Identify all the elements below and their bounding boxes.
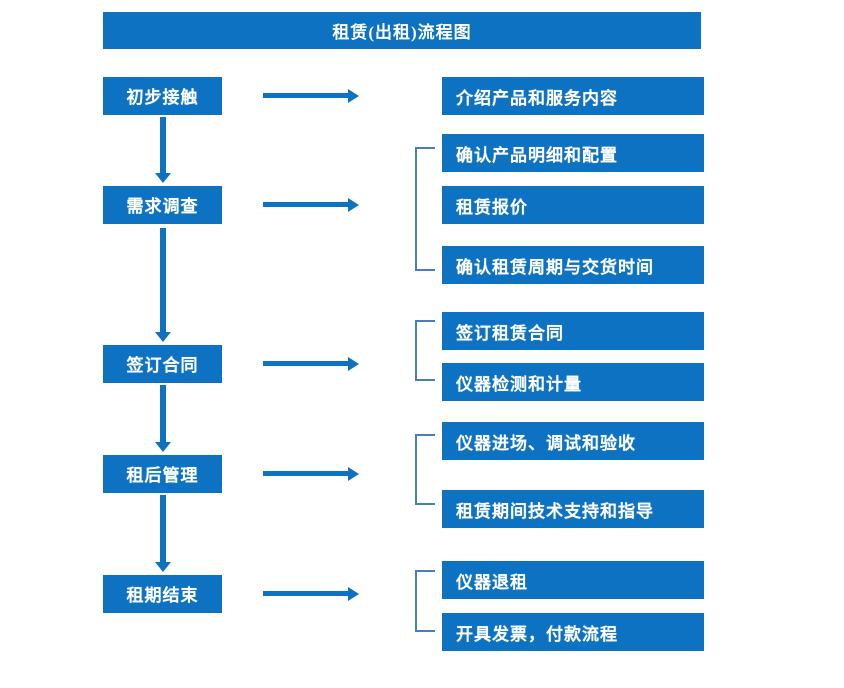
right-arrow-icon-2 bbox=[263, 197, 359, 213]
detail-label: 开具发票，付款流程 bbox=[456, 624, 618, 644]
stage-label: 租后管理 bbox=[126, 466, 199, 485]
down-arrow-icon-3 bbox=[152, 385, 174, 452]
detail-box-intro-products-services[interactable]: 介绍产品和服务内容 bbox=[442, 77, 704, 115]
group-bracket-lease-end bbox=[415, 570, 441, 632]
stage-label: 初步接触 bbox=[126, 88, 199, 107]
detail-label: 仪器检测和计量 bbox=[456, 374, 582, 394]
detail-label: 仪器进场、调试和验收 bbox=[456, 433, 636, 453]
group-bracket-post-rental-management bbox=[415, 434, 441, 505]
detail-label: 确认产品明细和配置 bbox=[456, 145, 618, 165]
detail-box-confirm-term-delivery[interactable]: 确认租赁周期与交货时间 bbox=[442, 246, 704, 284]
stage-label: 租期结束 bbox=[126, 586, 199, 605]
group-bracket-demand-survey bbox=[415, 147, 441, 271]
stage-box-initial-contact[interactable]: 初步接触 bbox=[103, 77, 222, 115]
detail-box-technical-support[interactable]: 租赁期间技术支持和指导 bbox=[442, 490, 704, 528]
stage-label: 需求调查 bbox=[126, 197, 199, 216]
detail-label: 租赁报价 bbox=[456, 197, 528, 217]
down-arrow-icon-1 bbox=[152, 117, 174, 183]
right-arrow-icon-5 bbox=[263, 586, 359, 602]
down-arrow-icon-4 bbox=[152, 495, 174, 572]
detail-label: 仪器退租 bbox=[456, 572, 528, 592]
detail-box-rental-quote[interactable]: 租赁报价 bbox=[442, 186, 704, 224]
detail-box-instrument-inspection[interactable]: 仪器检测和计量 bbox=[442, 363, 704, 401]
detail-label: 签订租赁合同 bbox=[456, 323, 564, 343]
stage-label: 签订合同 bbox=[126, 356, 199, 375]
detail-box-invoice-payment[interactable]: 开具发票，付款流程 bbox=[442, 613, 704, 651]
detail-box-instrument-return[interactable]: 仪器退租 bbox=[442, 561, 704, 599]
page-title: 租赁(出租)流程图 bbox=[103, 12, 701, 49]
right-arrow-icon-1 bbox=[263, 88, 359, 104]
detail-box-confirm-product-spec[interactable]: 确认产品明细和配置 bbox=[442, 134, 704, 172]
right-arrow-icon-4 bbox=[263, 466, 359, 482]
right-arrow-icon-3 bbox=[263, 356, 359, 372]
stage-box-post-rental-management[interactable]: 租后管理 bbox=[103, 455, 222, 493]
group-bracket-sign-contract bbox=[415, 320, 441, 381]
stage-box-demand-survey[interactable]: 需求调查 bbox=[103, 186, 222, 224]
detail-label: 确认租赁周期与交货时间 bbox=[456, 257, 654, 277]
detail-box-sign-rental-contract[interactable]: 签订租赁合同 bbox=[442, 312, 704, 350]
down-arrow-icon-2 bbox=[152, 228, 174, 342]
detail-label: 介绍产品和服务内容 bbox=[456, 88, 618, 108]
stage-box-lease-end[interactable]: 租期结束 bbox=[103, 575, 222, 613]
detail-box-instrument-onsite-commissioning[interactable]: 仪器进场、调试和验收 bbox=[442, 422, 704, 460]
stage-box-sign-contract[interactable]: 签订合同 bbox=[103, 345, 222, 383]
detail-label: 租赁期间技术支持和指导 bbox=[456, 501, 654, 521]
